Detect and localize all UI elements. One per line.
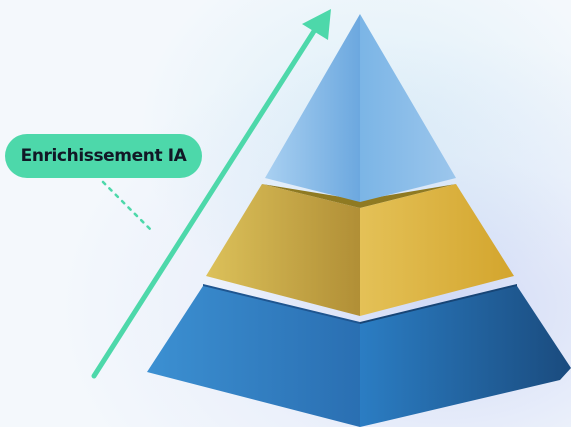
label-connector	[101, 180, 155, 234]
growth-arrow	[91, 9, 331, 379]
enrichment-label-text: Enrichissement IA	[20, 146, 187, 166]
pyramid-layer-bottom	[147, 284, 571, 427]
pyramid-layer-middle	[206, 184, 514, 316]
middle-layer-left-face	[206, 184, 360, 316]
middle-layer-top-lip	[262, 184, 456, 208]
enrichment-label: Enrichissement IA	[5, 134, 202, 178]
top-layer-left-face	[265, 14, 360, 202]
middle-layer-right-face	[360, 184, 514, 316]
arrow-head-icon	[302, 9, 331, 40]
bottom-layer-right-face	[360, 286, 571, 427]
arrow-shaft	[91, 25, 319, 379]
top-layer-right-face	[360, 14, 456, 202]
bottom-layer-left-face	[147, 286, 360, 427]
pyramid-layer-top	[265, 14, 456, 202]
